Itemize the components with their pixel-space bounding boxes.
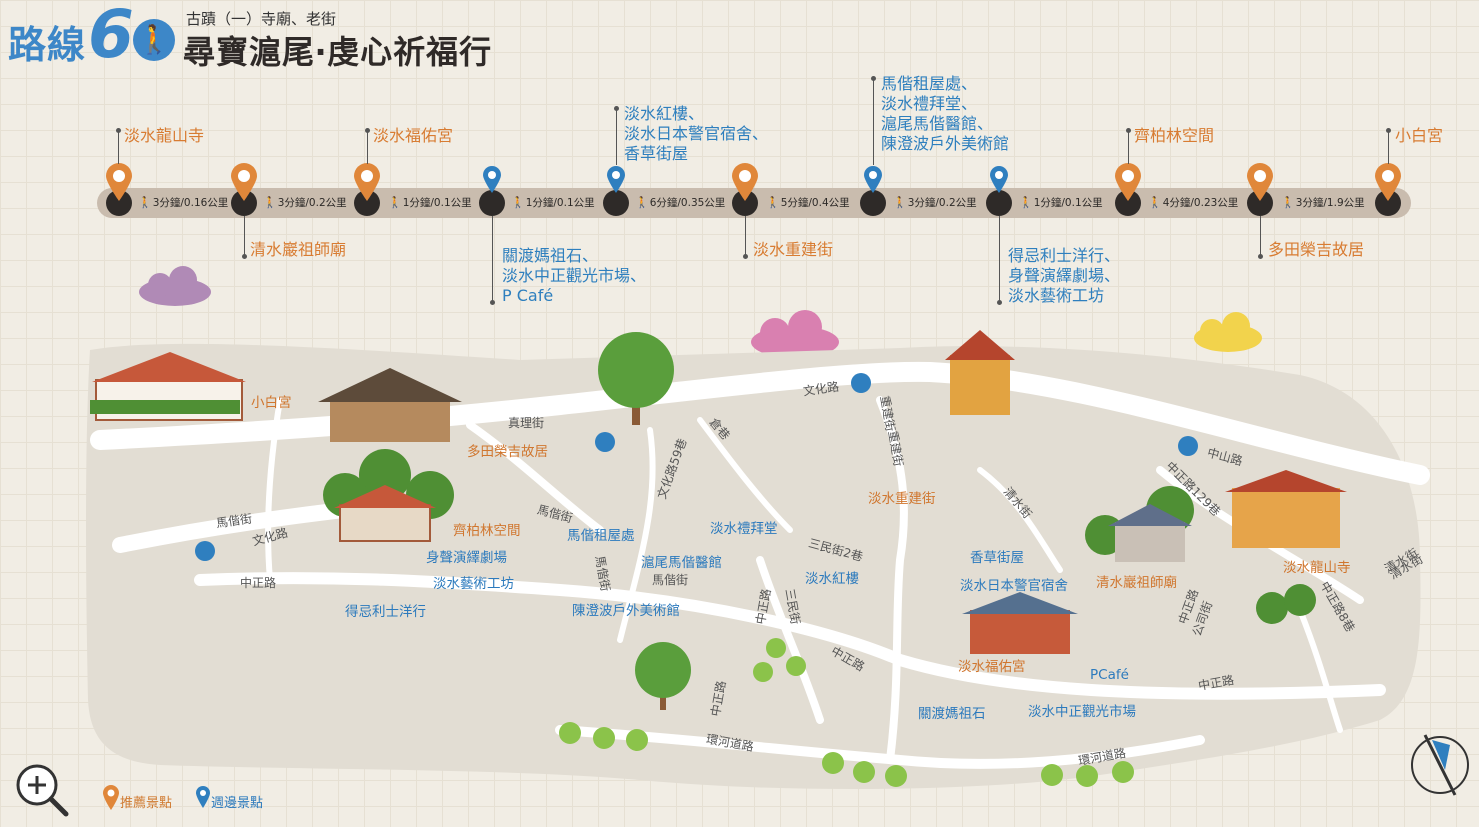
recommended-pin-icon — [354, 163, 380, 201]
route-word: 路線 — [8, 23, 87, 67]
timeline-label[interactable]: 淡水紅樓、 淡水日本警官宿舍、 香草街屋 — [624, 104, 769, 163]
timeline-label[interactable]: 小白宮 — [1395, 126, 1444, 145]
spot-label[interactable]: PCafé — [1090, 667, 1129, 683]
temple-icon — [962, 592, 1078, 654]
nearby-pin-icon — [483, 166, 501, 193]
timeline-label[interactable]: 馬偕租屋處、 淡水禮拜堂、 滬尾馬偕醫館、 陳澄波戶外美術館 — [881, 74, 1010, 153]
walk-icon: 🚶 — [511, 196, 525, 209]
segment-label: 🚶5分鐘/0.4公里 — [766, 196, 850, 209]
road-label: 中正路 — [240, 576, 277, 590]
timeline-label[interactable]: 清水巖祖師廟 — [250, 240, 347, 259]
japanese-house-icon — [318, 368, 462, 442]
timeline-label[interactable]: 淡水重建街 — [753, 240, 834, 259]
segment-label: 🚶1分鐘/0.1公里 — [511, 196, 595, 209]
shrub-icon — [559, 638, 1134, 787]
segment-label: 🚶1分鐘/0.1公里 — [1019, 196, 1103, 209]
zoom-in-icon[interactable] — [12, 760, 70, 818]
spot-label[interactable]: 清水巖祖師廟 — [1096, 575, 1177, 591]
segment-label: 🚶3分鐘/0.2公里 — [893, 196, 977, 209]
recommended-pin-icon — [1375, 163, 1401, 201]
stop-4[interactable] — [479, 190, 505, 216]
timeline-label[interactable]: 多田榮吉故居 — [1268, 240, 1365, 259]
nearby-pin-icon — [990, 166, 1008, 193]
nearby-pin-icon — [607, 166, 625, 193]
temple-icon — [1108, 504, 1192, 562]
walk-icon: 🚶 — [635, 196, 649, 209]
spot-label[interactable]: 淡水日本警官宿舍 — [960, 578, 1068, 594]
spot-label[interactable]: 齊柏林空間 — [453, 523, 521, 539]
tree-icon — [1256, 584, 1316, 624]
temple-icon — [1225, 470, 1347, 548]
route-number: 6 — [88, 0, 134, 73]
road-label: 真理街 — [508, 416, 545, 430]
route-badge-icon — [851, 373, 871, 393]
timeline-label[interactable]: 淡水龍山寺 — [124, 126, 205, 145]
segment-label: 🚶1分鐘/0.1公里 — [388, 196, 472, 209]
walk-icon: 🚶 — [1281, 196, 1295, 209]
recommended-pin-icon — [732, 163, 758, 201]
segment-label: 🚶3分鐘/1.9公里 — [1281, 196, 1365, 209]
walk-icon: 🚶 — [1148, 196, 1162, 209]
spot-label[interactable]: 淡水藝術工坊 — [433, 576, 514, 592]
road-label: 馬偕街 — [652, 573, 689, 587]
spot-label[interactable]: 關渡媽祖石 — [918, 706, 986, 722]
segment-label: 🚶3分鐘/0.16公里 — [138, 196, 229, 209]
recommended-pin-icon — [231, 163, 257, 201]
temple-icon — [945, 330, 1015, 415]
walk-icon: 🚶 — [1019, 196, 1033, 209]
stop-8[interactable] — [986, 190, 1012, 216]
recommended-pin-icon — [103, 785, 119, 810]
recommended-pin-icon — [1247, 163, 1273, 201]
legend-nearby: 週邊景點 — [211, 796, 264, 811]
segment-label: 🚶3分鐘/0.2公里 — [263, 196, 347, 209]
route-title: 尋寶滬尾‧虔心祈福行 — [183, 33, 493, 71]
cloud-icon — [751, 310, 839, 358]
brick-house-icon — [334, 485, 436, 542]
spot-label[interactable]: 多田榮吉故居 — [467, 444, 548, 460]
stop-5[interactable] — [603, 190, 629, 216]
walk-icon: 🚶 — [263, 196, 277, 209]
spot-label[interactable]: 淡水禮拜堂 — [710, 521, 778, 537]
recommended-pin-icon — [1115, 163, 1141, 201]
walk-icon: 🚶 — [138, 196, 152, 209]
nearby-pin-icon — [196, 786, 210, 808]
spot-label[interactable]: 淡水福佑宮 — [958, 659, 1026, 675]
cloud-icon — [139, 266, 211, 306]
route-subtitle: 古蹟（一）寺廟、老街 — [186, 10, 337, 28]
spot-label[interactable]: 小白宮 — [251, 395, 292, 411]
nearby-pin-icon — [864, 166, 882, 193]
route-badge-icon — [195, 541, 215, 561]
white-house-icon — [90, 352, 246, 421]
route-badge-icon — [595, 432, 615, 452]
route-badge-icon — [1178, 436, 1198, 456]
spot-label[interactable]: 馬偕租屋處 — [567, 528, 635, 544]
segment-label: 🚶4分鐘/0.23公里 — [1148, 196, 1239, 209]
timeline-label[interactable]: 齊柏林空間 — [1134, 126, 1215, 145]
spot-label[interactable]: 香草街屋 — [970, 550, 1024, 566]
walk-icon: 🚶 — [766, 196, 780, 209]
walker-icon: 🚶 — [133, 19, 175, 61]
compass-icon — [1411, 734, 1469, 796]
spot-label[interactable]: 得忌利士洋行 — [345, 604, 426, 620]
legend-recommended: 推薦景點 — [120, 796, 173, 811]
spot-label[interactable]: 淡水龍山寺 — [1283, 560, 1351, 576]
timeline-label[interactable]: 得忌利士洋行、 身聲演繹劇場、 淡水藝術工坊 — [1008, 246, 1121, 305]
spot-label[interactable]: 身聲演繹劇場 — [426, 550, 507, 566]
tree-icon — [598, 332, 674, 425]
spot-label[interactable]: 滬尾馬偕醫館 — [641, 555, 722, 571]
spot-label[interactable]: 淡水重建街 — [868, 491, 936, 507]
tree-icon — [635, 642, 691, 710]
walk-icon: 🚶 — [388, 196, 402, 209]
cloud-icon — [1194, 312, 1262, 352]
timeline-label[interactable]: 淡水福佑宮 — [373, 126, 454, 145]
spot-label[interactable]: 陳澄波戶外美術館 — [572, 603, 680, 619]
spot-label[interactable]: 淡水紅樓 — [805, 571, 859, 587]
recommended-pin-icon — [106, 163, 132, 201]
spot-label[interactable]: 淡水中正觀光市場 — [1028, 704, 1136, 720]
stop-7[interactable] — [860, 190, 886, 216]
segment-label: 🚶6分鐘/0.35公里 — [635, 196, 726, 209]
walk-icon: 🚶 — [893, 196, 907, 209]
timeline-label[interactable]: 關渡媽祖石、 淡水中正觀光市場、 P Café — [502, 246, 647, 305]
